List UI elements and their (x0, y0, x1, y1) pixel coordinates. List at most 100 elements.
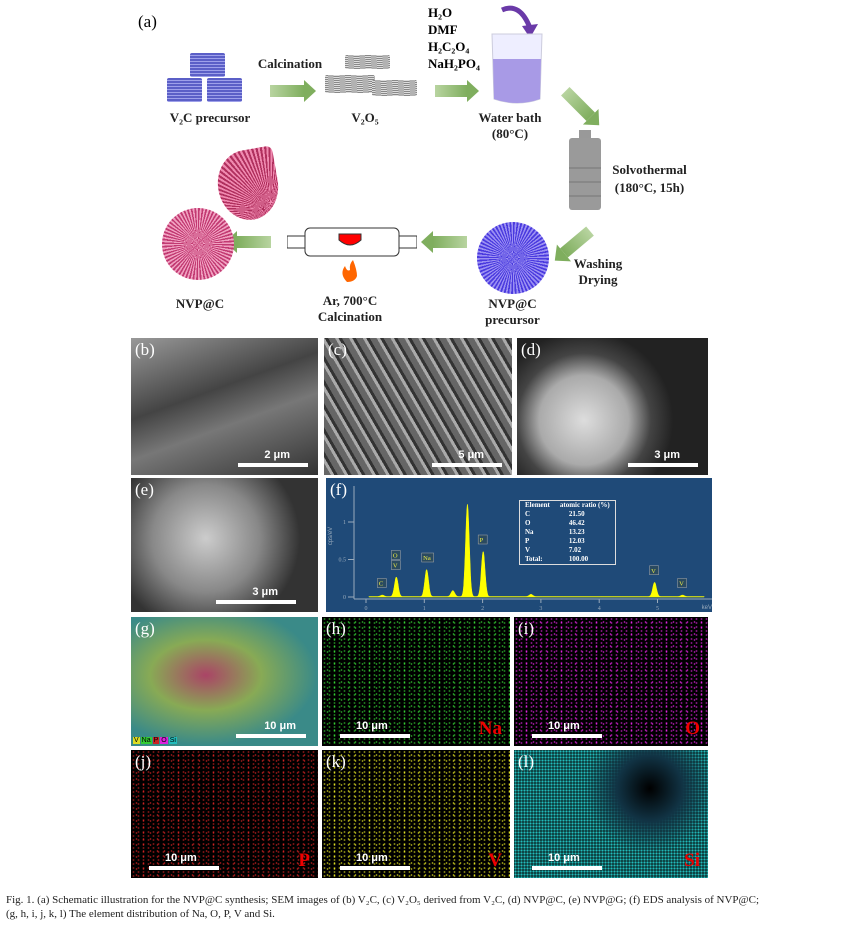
scale-bar (340, 866, 410, 870)
legend-item: Na (140, 737, 152, 744)
tube-furnace-icon (287, 227, 417, 282)
peak-tag-box (421, 552, 434, 563)
panel-label: (d) (521, 340, 541, 359)
scale-label: 10 μm (548, 720, 580, 732)
figure-caption: Fig. 1. (a) Schematic illustration for t… (6, 893, 838, 921)
panel-label: (l) (518, 752, 535, 771)
peak-tag-box (377, 578, 387, 588)
peak-tag: C (379, 581, 383, 588)
peak-tag: V (651, 568, 656, 575)
panel-label: (g) (135, 619, 155, 638)
autoclave-icon (569, 130, 601, 210)
element-name: Si (684, 850, 700, 871)
nvp-precursor-label-2: precursor (485, 312, 540, 327)
element-name: O (685, 718, 700, 739)
arrow-down-left-icon (560, 226, 594, 258)
peak-tag: O (393, 553, 398, 560)
element-cell: V (525, 546, 531, 554)
panel-label: (e) (135, 480, 154, 499)
element-map-o: (i) 10 μm O (514, 617, 708, 746)
ratio-cell: 13.23 (568, 528, 585, 536)
scale-label: 10 μm (356, 852, 388, 864)
scale-label: 3 μm (252, 586, 278, 598)
panel-label: (h) (326, 619, 346, 638)
reagent: NaH₂PO₄ (428, 56, 480, 71)
sem-image-nvp-g: (e) 3 μm (131, 478, 318, 612)
ratio-cell: 12.03 (568, 537, 585, 545)
calcination2-label: Calcination (317, 309, 383, 324)
sem-image-v2c: (b) 2 μm (131, 338, 318, 475)
scale-bar (628, 463, 698, 467)
scale-label: 10 μm (165, 852, 197, 864)
panel-label: (i) (518, 619, 535, 638)
caption-line: (g, h, i, j, k, l) The element distribut… (6, 908, 275, 920)
caption-line: Fig. 1. (a) Schematic illustration for t… (6, 894, 760, 906)
peak-tag-box (391, 550, 401, 560)
panel-label: (a) (138, 12, 157, 31)
spectrum-line (368, 504, 705, 598)
arrow-left-icon (225, 231, 271, 253)
legend-item: Si (168, 737, 177, 744)
arrow-left-icon (421, 231, 467, 253)
peak-tag-box (391, 560, 401, 570)
scale-label: 3 μm (654, 449, 680, 461)
element-cell: P (525, 537, 530, 545)
nvp-c-label: NVP@C (175, 296, 225, 311)
nvp-c-sphere-icon (162, 208, 234, 280)
solvothermal-conditions: (180°C, 15h) (614, 180, 685, 195)
peak-tag-box (477, 534, 488, 545)
peak-tag-box (649, 565, 659, 575)
scale-bar (236, 734, 306, 738)
panel-label: (j) (135, 752, 152, 771)
calcination-label: Calcination (257, 56, 323, 71)
table-header: Element (525, 501, 550, 509)
ratio-cell: 21.50 (568, 510, 585, 518)
element-name: V (488, 850, 502, 871)
peak-tag: V (679, 581, 684, 588)
water-bath-temp: (80°C) (491, 126, 529, 141)
peak-tag: V (393, 563, 398, 570)
x-tick-label: 1 (423, 606, 426, 612)
scale-bar (532, 734, 602, 738)
arrow-down-right-icon (561, 87, 595, 121)
v2o5-label: V₂O₅ (351, 110, 379, 125)
legend-item: V (133, 737, 140, 744)
beaker-icon (491, 5, 543, 104)
arrow-right-icon (270, 80, 316, 102)
ratio-cell: 100.00 (568, 555, 589, 563)
panel-label: (c) (328, 340, 347, 359)
x-tick-label: 5 (656, 606, 659, 612)
y-axis-label: cps/eV (328, 526, 335, 546)
washing-label: Washing (573, 256, 623, 271)
x-axis-label: keV (701, 605, 712, 611)
nvp-precursor-label-1: NVP@C (488, 296, 537, 311)
arrow-right-icon (435, 80, 479, 102)
x-tick-label: 2 (481, 606, 484, 612)
scale-bar (149, 866, 219, 870)
nvp-c-zoomed-needles-icon (212, 145, 284, 225)
scale-label: 5 μm (458, 449, 484, 461)
reagent: H₂O (428, 5, 453, 20)
panel-label: (k) (326, 752, 346, 771)
sem-image-v2o5: (c) 5 μm (324, 338, 512, 475)
element-cell: C (525, 510, 531, 518)
legend-item: P (152, 737, 160, 744)
x-tick-label: 0 (365, 606, 368, 612)
table-row: Total:100.00 (520, 555, 616, 565)
scale-label: 10 μm (356, 720, 388, 732)
element-map-v: (k) 10 μm V (322, 750, 510, 878)
ar-condition-label: Ar, 700°C (322, 293, 378, 308)
nvp-precursor-sphere-icon (477, 222, 549, 294)
y-tick-label: 0 (343, 595, 346, 601)
